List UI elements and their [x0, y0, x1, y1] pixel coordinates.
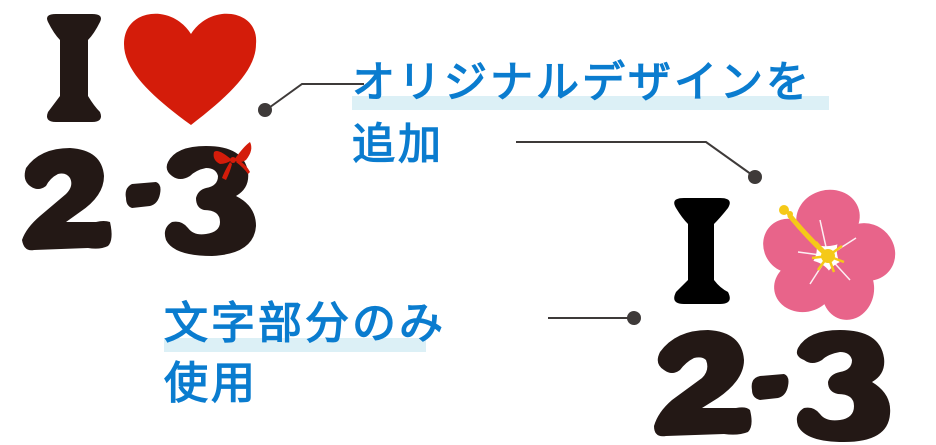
- leader-line-middle: [516, 141, 756, 178]
- highlight-text-only: [164, 338, 426, 352]
- logo-right: [620, 180, 936, 445]
- stamen: [787, 213, 831, 259]
- highlight-original-design: [352, 96, 829, 110]
- leader-dot-2: [748, 170, 762, 184]
- logo-left-graphics: [22, 13, 257, 256]
- caption-text-only-line1: 文字部分のみ: [164, 298, 446, 349]
- leader-dot-1: [258, 103, 272, 117]
- letter-i-shape: [674, 198, 730, 304]
- ribbon-bow-icon: [213, 142, 252, 180]
- leader-line-top-left: [265, 83, 364, 111]
- digit-2-shape: [22, 148, 112, 251]
- digit-3-shape: [796, 330, 891, 442]
- caption-original-design-line1: オリジナルデザインを: [352, 58, 812, 108]
- letter-i-shape: [47, 14, 101, 122]
- digit-2-shape: [654, 330, 752, 437]
- dash-shape: [125, 182, 161, 208]
- logo-left: [0, 0, 300, 260]
- caption-text-only-line2: 使用: [164, 358, 258, 409]
- heart-icon: [124, 13, 257, 125]
- digit-3-shape: [164, 146, 256, 256]
- caption-original-design-line2: 追加: [352, 120, 444, 170]
- logo-right-graphics: [654, 189, 896, 442]
- leader-dot-3: [627, 311, 641, 325]
- dash-shape: [751, 374, 789, 400]
- hibiscus-flower-icon: [763, 189, 896, 320]
